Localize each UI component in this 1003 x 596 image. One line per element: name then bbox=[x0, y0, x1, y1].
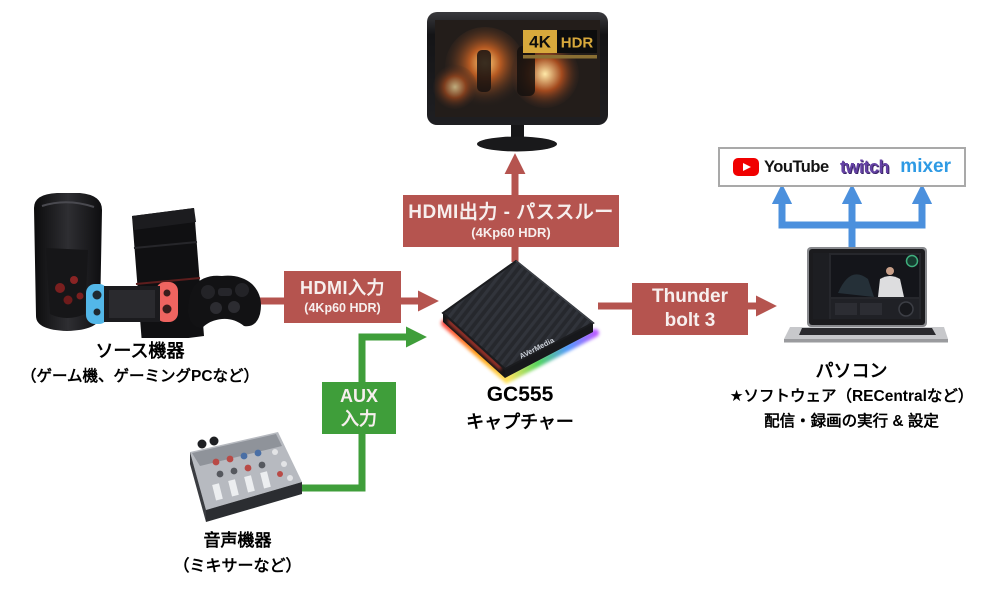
streaming-services-box: YouTube twitch mixer bbox=[718, 147, 966, 187]
monitor-image: 4K HDR bbox=[427, 12, 608, 152]
hdmi-input-subtitle: (4Kp60 HDR) bbox=[304, 301, 381, 315]
source-devices-image bbox=[34, 193, 261, 338]
hdmi-output-subtitle: (4Kp60 HDR) bbox=[471, 225, 551, 240]
thunderbolt-line1: Thunder bbox=[652, 286, 728, 307]
audio-device-title: 音声機器 bbox=[203, 531, 272, 550]
computer-caption: パソコン ★ソフトウェア（RECentralなど） 配信・録画の実行 & 設定 bbox=[700, 358, 1003, 434]
mixer-label: mixer bbox=[900, 156, 951, 177]
hdmi-output-label: HDMI出力 - パススルー (4Kp60 HDR) bbox=[403, 195, 619, 247]
hdmi-input-label: HDMI入力 (4Kp60 HDR) bbox=[284, 271, 401, 323]
thunderbolt-line2: bolt 3 bbox=[664, 310, 716, 331]
badge-hdr-text: HDR bbox=[561, 35, 594, 52]
laptop-base bbox=[784, 327, 948, 343]
hdmi-input-title: HDMI入力 bbox=[300, 278, 385, 298]
source-devices-caption: ソース機器 （ゲーム機、ゲーミングPCなど） bbox=[0, 338, 280, 389]
capture-device-image: AVerMedia bbox=[441, 259, 599, 384]
source-devices-title: ソース機器 bbox=[95, 341, 185, 361]
youtube-label: YouTube bbox=[764, 157, 829, 176]
mixer-body bbox=[190, 432, 302, 522]
aux-input-label: AUX 入力 bbox=[322, 382, 396, 434]
laptop-image bbox=[784, 247, 948, 343]
switch-console bbox=[86, 282, 178, 324]
laptop-screen bbox=[807, 247, 927, 327]
mixer-logo: mixer bbox=[900, 156, 951, 178]
hdmi-output-title: HDMI出力 - パススルー bbox=[408, 202, 614, 223]
capture-device-caption: GC555 キャプチャー bbox=[430, 380, 610, 435]
capture-device-subtitle: キャプチャー bbox=[466, 412, 574, 432]
audio-device-subtitle: （ミキサーなど） bbox=[173, 558, 302, 575]
computer-software: ★ソフトウェア（RECentralなど） bbox=[729, 388, 974, 405]
twitch-logo: twitch bbox=[839, 156, 890, 178]
capture-device-title: GC555 bbox=[486, 383, 554, 406]
game-controller bbox=[188, 275, 261, 328]
source-devices-subtitle: （ゲーム機、ゲーミングPCなど） bbox=[20, 368, 260, 385]
pc-tower bbox=[34, 193, 102, 331]
youtube-play-icon bbox=[733, 158, 759, 176]
computer-role: 配信・録画の実行 & 設定 bbox=[764, 413, 939, 430]
badge-4k-text: 4K bbox=[529, 33, 551, 52]
audio-mixer-image bbox=[190, 432, 302, 522]
aux-line1: AUX bbox=[339, 386, 378, 406]
aux-line2: 入力 bbox=[341, 409, 377, 429]
twitch-label: twitch bbox=[839, 156, 890, 177]
audio-device-caption: 音声機器 （ミキサーなど） bbox=[125, 528, 350, 579]
computer-title: パソコン bbox=[815, 361, 888, 381]
thunderbolt-label: Thunder bolt 3 bbox=[632, 283, 748, 335]
badge-4k-hdr: 4K HDR bbox=[523, 30, 597, 59]
youtube-logo: YouTube bbox=[733, 158, 829, 177]
